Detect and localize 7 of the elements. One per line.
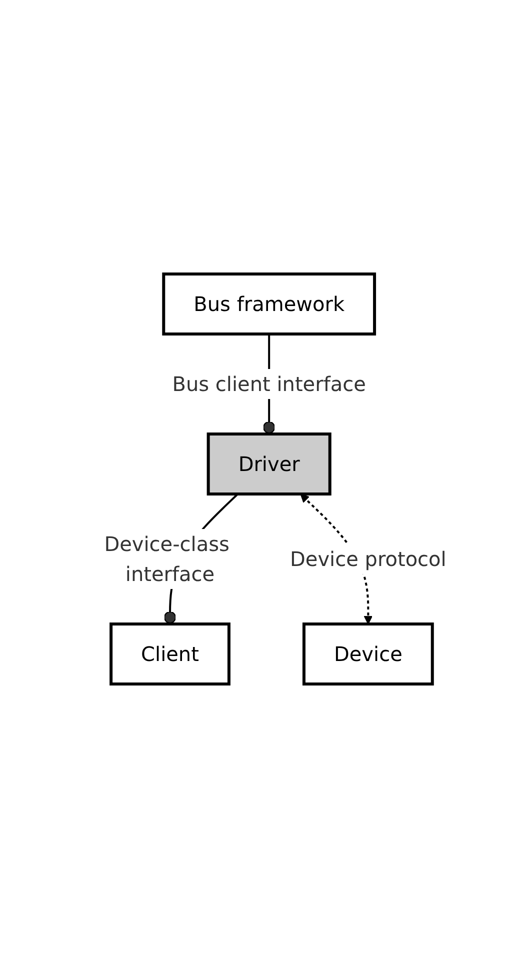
edge-label: Bus client interface	[172, 372, 366, 396]
node-box: Bus framework	[162, 272, 376, 335]
node-box: Client	[110, 622, 231, 685]
node-box: Device	[302, 622, 434, 685]
edge-label: Device-class interface	[104, 532, 230, 586]
edge-label: Device protocol	[290, 546, 447, 570]
node-box: Driver	[207, 432, 332, 495]
